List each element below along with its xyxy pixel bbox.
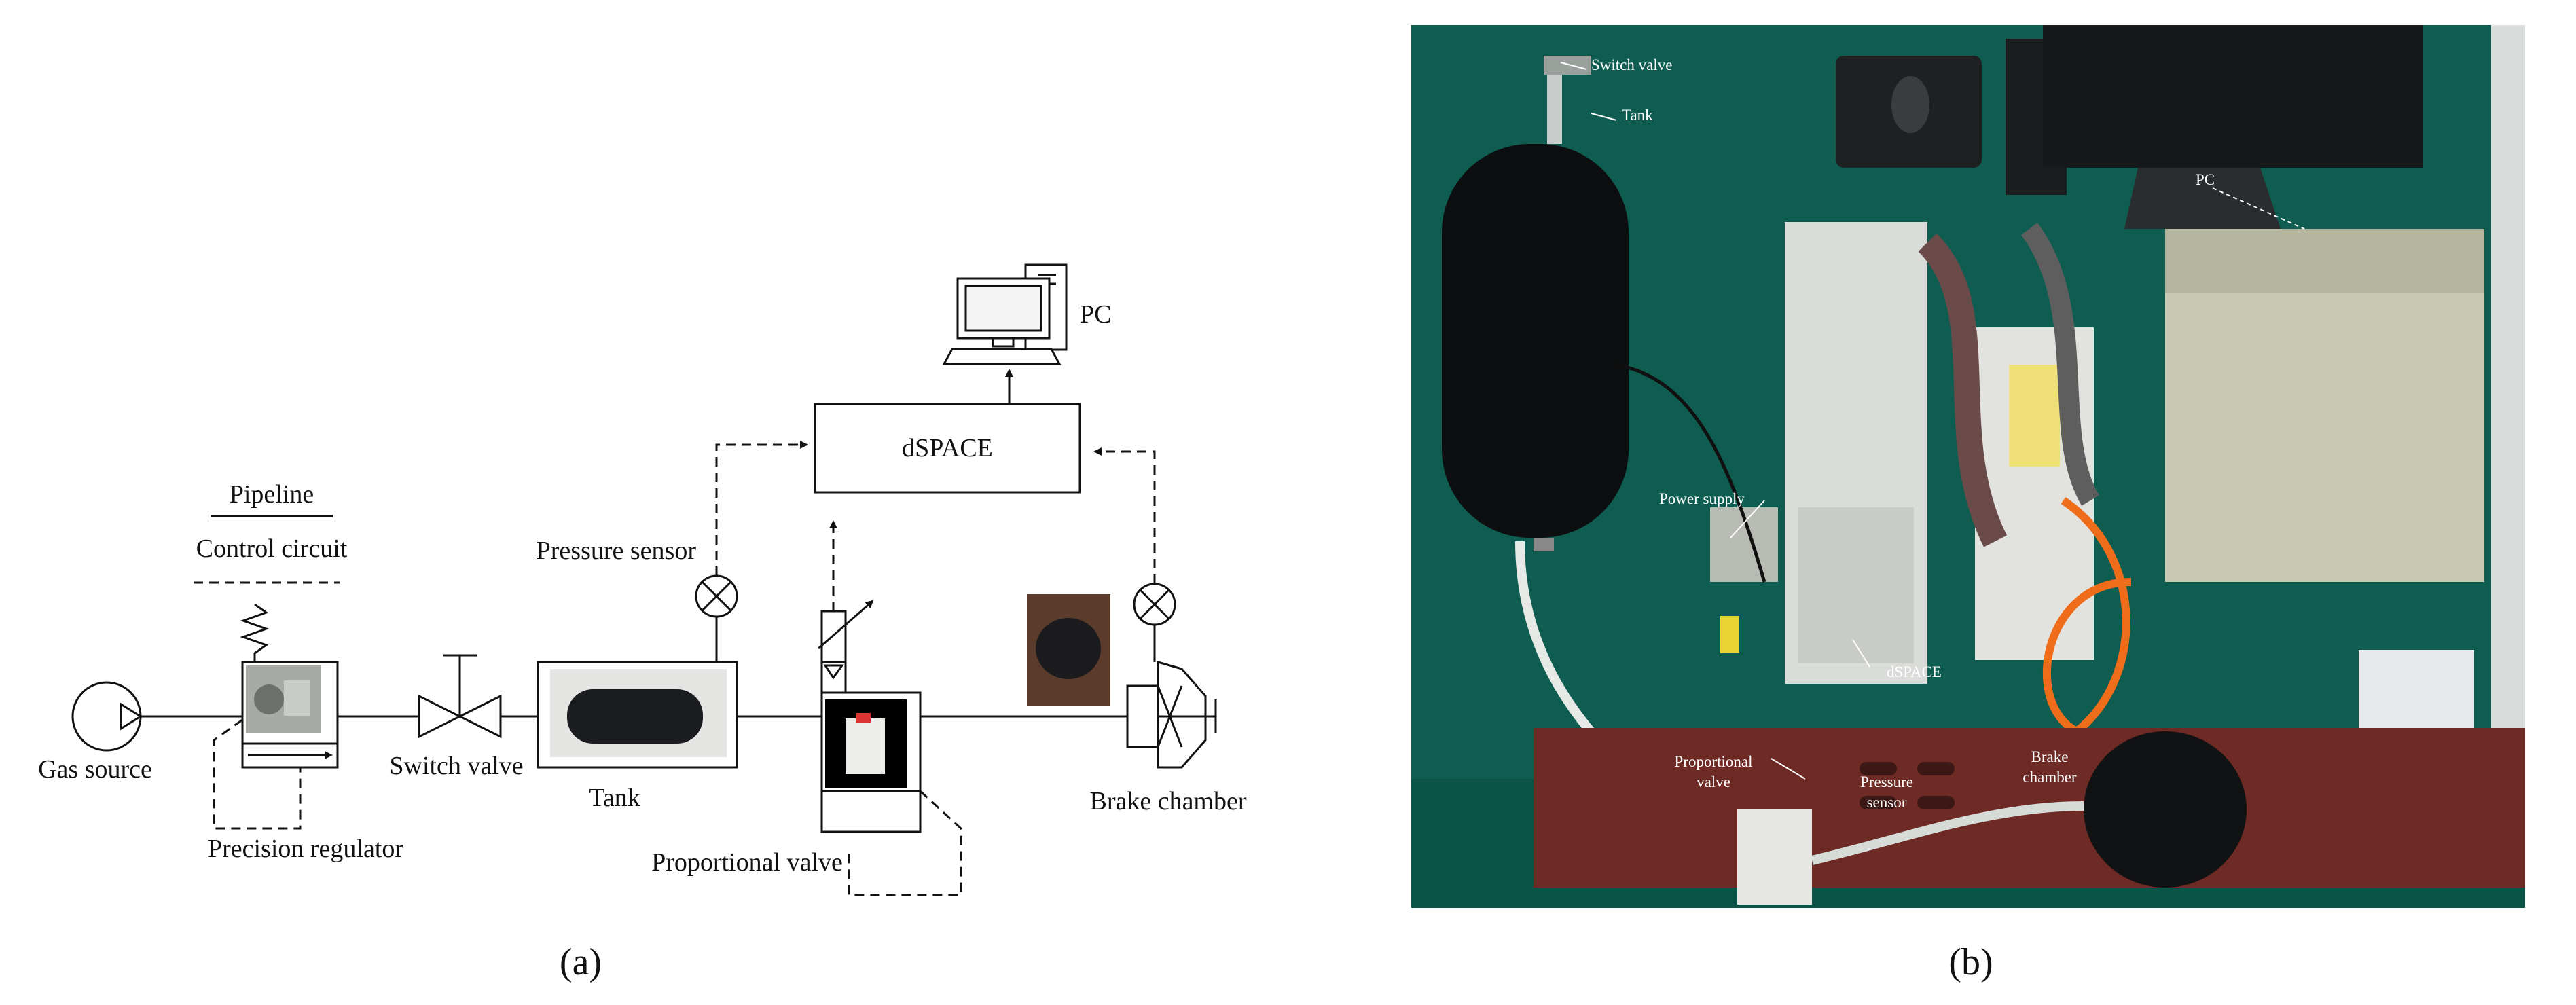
- switch-valve-symbol: [418, 654, 502, 739]
- legend: Pipeline Control circuit: [194, 480, 348, 584]
- sensor-signal-line: [715, 441, 808, 576]
- photo-proportional-valve: [1737, 809, 1812, 904]
- pc-label: PC: [1080, 300, 1111, 329]
- gas-source-label: Gas source: [38, 755, 152, 784]
- brake-chamber-label: Brake chamber: [1089, 787, 1246, 816]
- photo-label-pressure-sensor-2: sensor: [1867, 794, 1907, 811]
- dspace-box: dSPACE: [814, 403, 1081, 494]
- photo-label-pc: PC: [2196, 171, 2215, 188]
- photo-tank: [1442, 144, 1629, 538]
- pressure-sensor-label: Pressure sensor: [537, 536, 697, 565]
- photo-brake-chamber: [2084, 731, 2247, 888]
- proportional-valve-label: Proportional valve: [651, 848, 843, 877]
- photo-label-switch-valve: Switch valve: [1591, 56, 1672, 73]
- legend-control-label: Control circuit: [196, 534, 348, 563]
- dspace-label: dSPACE: [902, 434, 993, 462]
- brake-chamber-photo: [1027, 594, 1110, 706]
- precision-regulator-label: Precision regulator: [208, 835, 403, 863]
- switch-valve-label: Switch valve: [389, 752, 523, 780]
- precision-regulator-symbol: [213, 603, 339, 830]
- photo-label-brake-chamber-1: Brake: [2031, 748, 2069, 765]
- legend-pipeline-label: Pipeline: [230, 480, 314, 509]
- photo-label-pressure-sensor-1: Pressure: [1860, 773, 1913, 790]
- gas-source-symbol: [71, 681, 143, 752]
- spring-icon: [240, 603, 270, 662]
- brake-chamber-symbol: [1126, 661, 1217, 769]
- photo-label-proportional-valve-1: Proportional: [1675, 753, 1753, 770]
- proportional-valve-symbol: [818, 520, 962, 896]
- annotation-leaders: [1560, 62, 2305, 780]
- tank-label: Tank: [589, 784, 640, 812]
- brake-pressure-sensor-symbol: [1093, 447, 1176, 662]
- photo-label-brake-chamber-2: chamber: [2022, 769, 2077, 786]
- schematic-diagram: Pipeline Control circuit Gas source Prec…: [38, 263, 1247, 983]
- tank-photo: [567, 689, 703, 744]
- photo-power-strip: [2359, 650, 2474, 738]
- photo-label-power-supply: Power supply: [1659, 490, 1745, 507]
- photo-label-proportional-valve-2: valve: [1697, 773, 1730, 790]
- mouse: [1891, 76, 1929, 133]
- photo-label-tank: Tank: [1622, 107, 1653, 124]
- tank-symbol: [537, 661, 738, 769]
- monitor: [2043, 25, 2423, 168]
- caption-b: (b): [1948, 941, 1993, 983]
- caption-a: (a): [560, 941, 602, 983]
- photo-label-dspace: dSPACE: [1887, 663, 1942, 680]
- pc-icon: [942, 263, 1068, 365]
